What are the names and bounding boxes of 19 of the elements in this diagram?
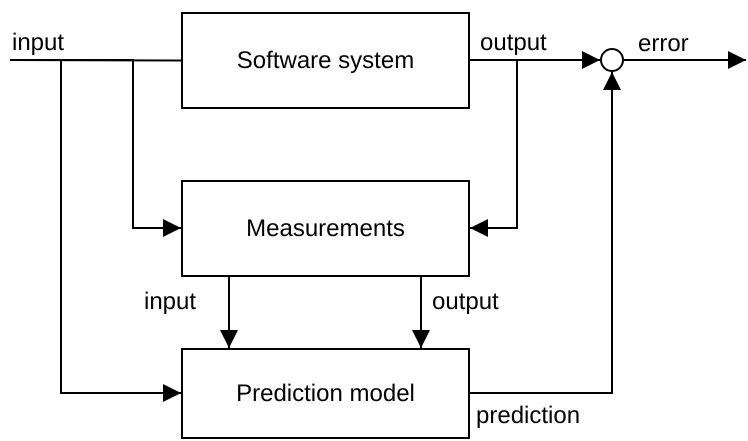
arrow <box>220 277 238 348</box>
arrow <box>10 59 181 402</box>
edge-label: error <box>638 32 689 56</box>
arrow <box>470 59 518 237</box>
box-label: Software system <box>236 46 414 74</box>
arrow <box>470 72 621 394</box>
box-label: Prediction model <box>236 380 415 408</box>
box-label: Measurements <box>246 214 405 242</box>
edge-label: input <box>12 31 64 55</box>
process-box <box>181 180 470 277</box>
edge-label: output <box>480 31 547 55</box>
process-box <box>181 348 470 439</box>
edge-label: prediction <box>476 404 580 428</box>
process-box <box>181 12 470 109</box>
arrow <box>412 277 430 348</box>
edge-label: output <box>432 290 499 314</box>
edge-label: input <box>144 290 196 314</box>
arrow <box>624 51 746 69</box>
summing-junction <box>600 48 624 72</box>
